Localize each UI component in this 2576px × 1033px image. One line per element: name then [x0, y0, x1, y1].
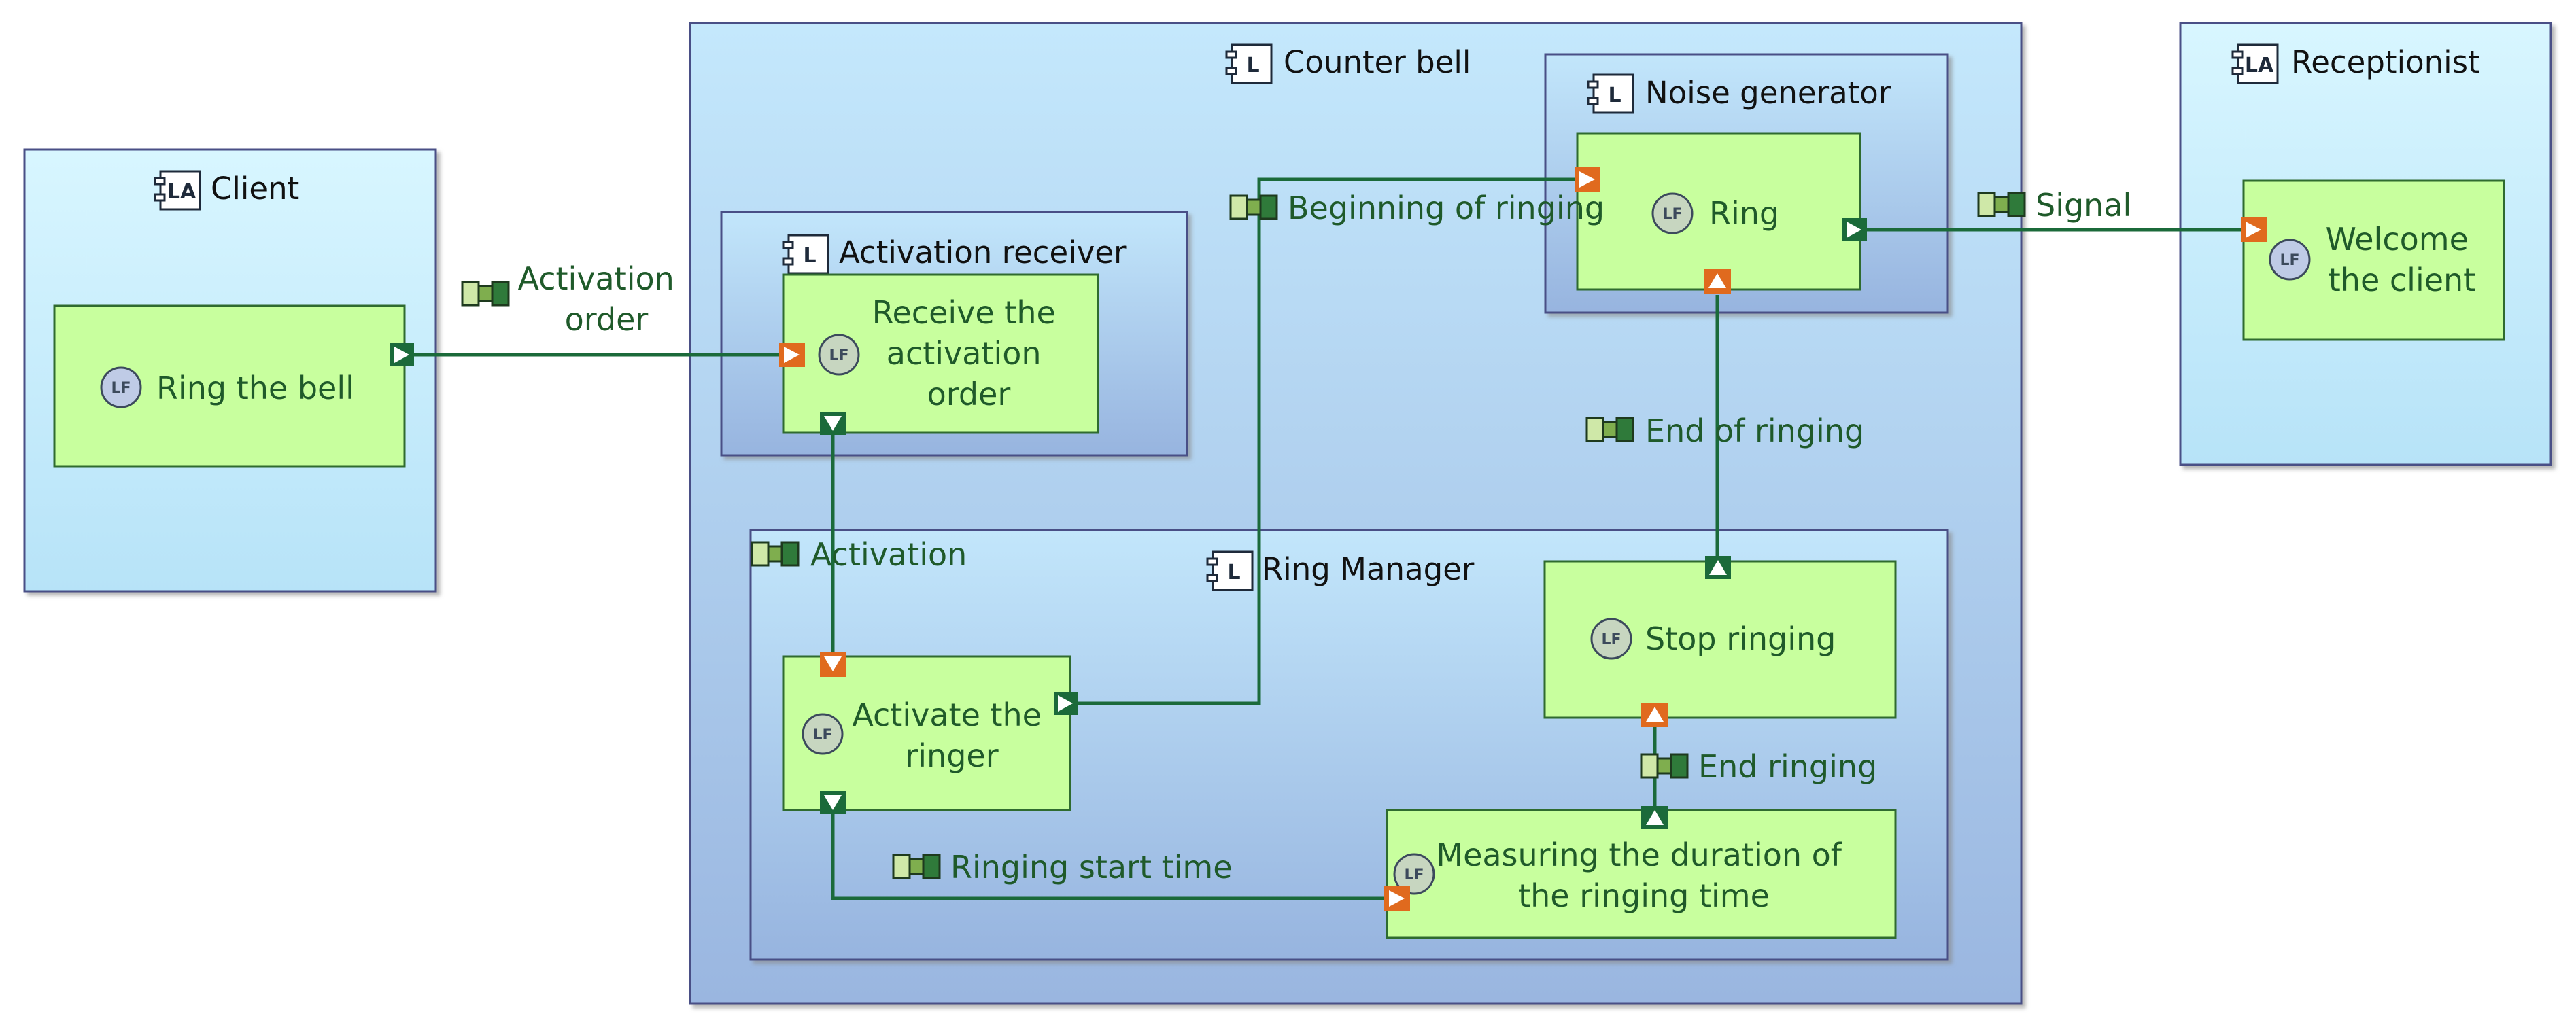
- logical-function-icon: LF: [818, 334, 860, 376]
- exchange-label-beginning-of-ringing: Beginning of ringing: [1288, 190, 1604, 226]
- svg-text:LF: LF: [111, 380, 131, 397]
- output-port[interactable]: [1705, 556, 1731, 579]
- exchange-item-icon: [461, 281, 510, 307]
- input-port[interactable]: [1704, 269, 1731, 294]
- exchange-line-ringing-start-time[interactable]: [831, 814, 1384, 900]
- output-port[interactable]: [820, 412, 846, 435]
- function-label-welcome-client: Welcome the client: [2325, 221, 2478, 298]
- svg-text:LF: LF: [829, 347, 848, 364]
- logical-function-icon: LF: [1393, 853, 1435, 895]
- function-label-activate-the-ringer: Activate the ringer: [852, 697, 1051, 774]
- function-ring[interactable]: [1576, 132, 1861, 291]
- svg-text:LF: LF: [2280, 252, 2299, 269]
- ring-manager-title: Ring Manager: [1262, 551, 1475, 587]
- logical-component-icon: L: [1225, 43, 1273, 84]
- logical-function-icon: LF: [1590, 618, 1632, 660]
- input-port[interactable]: [820, 652, 846, 677]
- svg-text:LF: LF: [1662, 206, 1682, 223]
- output-port[interactable]: [1842, 218, 1867, 241]
- function-label-measuring-duration: Measuring the duration of the ringing ti…: [1436, 837, 1851, 914]
- output-port[interactable]: [820, 791, 846, 814]
- exchange-item-icon: [892, 854, 941, 879]
- actor-receptionist-title: Receptionist: [2291, 44, 2480, 80]
- input-port[interactable]: [779, 343, 805, 367]
- exchange-line-beginning-of-ringing[interactable]: [1078, 177, 1575, 705]
- exchange-label-ringing-start-time: Ringing start time: [950, 849, 1233, 886]
- logical-component-icon: L: [782, 234, 829, 275]
- logical-component-icon: L: [1206, 550, 1254, 591]
- input-port[interactable]: [1384, 886, 1410, 911]
- input-port[interactable]: [1575, 167, 1600, 192]
- function-measuring-duration[interactable]: [1386, 809, 1897, 939]
- output-port[interactable]: [1641, 806, 1668, 829]
- exchange-label-end-of-ringing: End of ringing: [1645, 413, 1864, 449]
- svg-text:L: L: [1246, 54, 1259, 77]
- svg-text:L: L: [803, 244, 816, 268]
- logical-component-icon: L: [1587, 73, 1634, 114]
- svg-text:L: L: [1227, 561, 1240, 584]
- svg-text:LA: LA: [2245, 54, 2274, 77]
- exchange-item-icon: [1585, 417, 1634, 442]
- svg-text:L: L: [1608, 84, 1621, 107]
- actor-client-title: Client: [211, 171, 299, 207]
- function-label-ring: Ring: [1709, 195, 1779, 232]
- svg-text:LA: LA: [167, 180, 196, 204]
- logical-function-icon: LF: [2269, 239, 2311, 281]
- counter-bell-title: Counter bell: [1284, 44, 1471, 80]
- function-label-receive-activation-order: Receive the activation order: [872, 294, 1066, 413]
- function-label-stop-ringing: Stop ringing: [1645, 620, 1836, 657]
- function-label-ring-the-bell: Ring the bell: [156, 370, 354, 406]
- logical-function-icon: LF: [802, 713, 844, 755]
- logical-function-icon: LF: [1651, 192, 1694, 234]
- svg-text:LF: LF: [1404, 866, 1424, 883]
- exchange-label-activation: Activation: [810, 536, 967, 573]
- exchange-item-icon: [1640, 753, 1689, 779]
- input-port[interactable]: [2241, 217, 2267, 242]
- noise-generator-title: Noise generator: [1645, 75, 1891, 111]
- exchange-item-icon: [751, 541, 800, 567]
- exchange-label-activation-order: Activation order: [518, 260, 685, 338]
- output-port[interactable]: [1054, 692, 1078, 715]
- input-port[interactable]: [1641, 703, 1668, 727]
- exchange-label-signal: Signal: [2036, 187, 2131, 224]
- exchange-label-end-ringing: End ringing: [1698, 748, 1877, 785]
- logical-actor-icon: LA: [2231, 43, 2279, 84]
- svg-text:LF: LF: [1601, 631, 1621, 648]
- logical-actor-icon: LA: [154, 170, 201, 211]
- exchange-item-icon: [1229, 194, 1278, 220]
- logical-function-icon: LF: [100, 366, 142, 408]
- exchange-item-icon: [1977, 192, 2026, 217]
- activation-receiver-title: Activation receiver: [839, 234, 1127, 270]
- svg-text:LF: LF: [812, 726, 832, 743]
- output-port[interactable]: [390, 343, 414, 366]
